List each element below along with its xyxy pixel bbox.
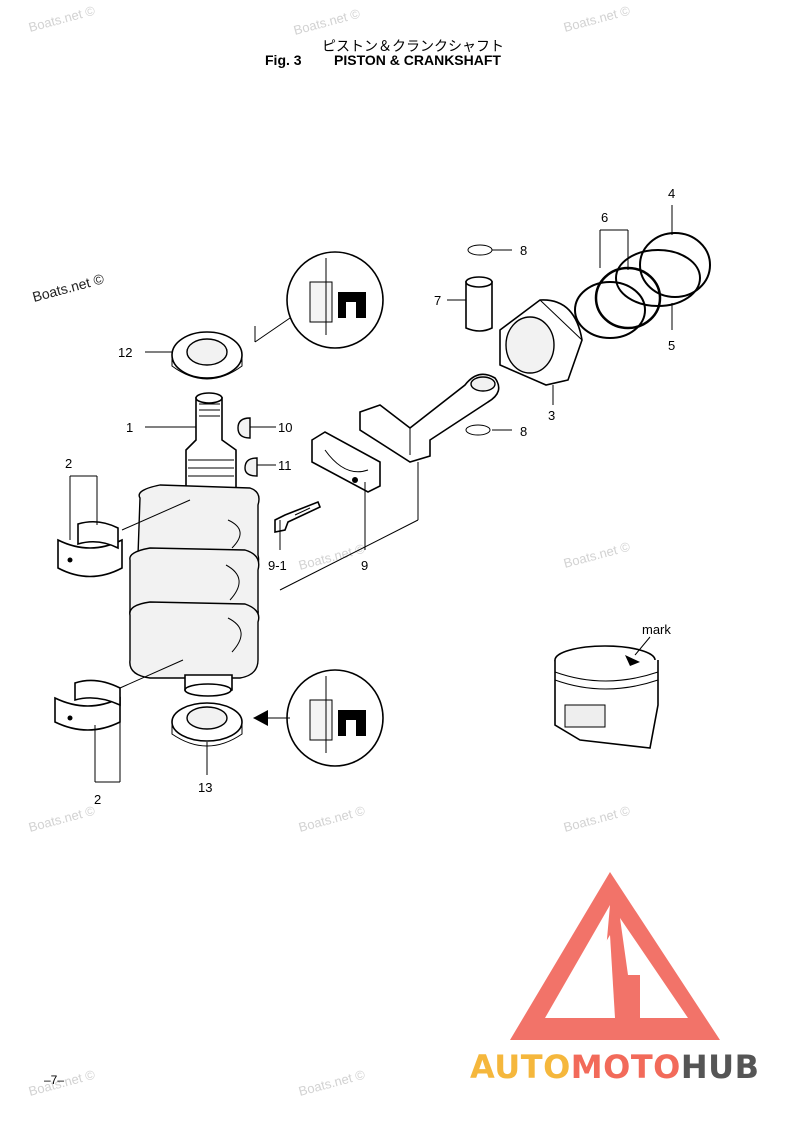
title-japanese: ピストン＆クランクシャフト	[322, 38, 504, 54]
brand-auto: AUTO	[470, 1048, 571, 1086]
rod-cap	[311, 431, 381, 493]
watermark: Boats.net ©	[562, 3, 632, 35]
leader-lines	[69, 205, 673, 783]
oil-seal-upper	[171, 331, 243, 380]
label-7: 7	[434, 293, 441, 308]
piston	[499, 299, 583, 386]
brand-moto: MOTO	[571, 1048, 681, 1086]
label-9-1: 9-1	[268, 558, 287, 573]
watermark: Boats.net ©	[562, 539, 632, 571]
label-11: 11	[278, 458, 292, 473]
brand-logo	[510, 872, 720, 1040]
fig-number: Fig. 3	[265, 52, 302, 68]
circlip-upper	[467, 244, 493, 256]
piston-pin	[465, 276, 493, 332]
watermark: Boats.net ©	[292, 6, 362, 38]
label-4: 4	[668, 186, 675, 201]
page-number: –7–	[44, 1073, 64, 1087]
watermark: Boats.net ©	[27, 3, 97, 35]
bearing-upper	[57, 520, 123, 578]
label-8-top: 8	[520, 243, 527, 258]
label-12: 12	[118, 345, 132, 360]
woodruff-key-11	[244, 457, 258, 477]
label-10: 10	[278, 420, 292, 435]
seal-detail-lower	[253, 669, 384, 767]
title-english: PISTON & CRANKSHAFT	[334, 52, 501, 68]
watermark: Boats.net ©	[297, 1067, 367, 1099]
watermark: Boats.net ©	[562, 803, 632, 835]
circlip-lower	[465, 424, 491, 436]
seal-detail-upper	[254, 251, 384, 349]
brand-hub: HUB	[681, 1048, 760, 1086]
label-9: 9	[361, 558, 368, 573]
label-8-bottom: 8	[520, 424, 527, 439]
label-13: 13	[198, 780, 212, 795]
connecting-rod	[359, 373, 500, 463]
piston-mark-view	[554, 636, 659, 749]
piston-rings	[574, 232, 711, 339]
oil-seal-lower	[171, 702, 243, 747]
label-5: 5	[668, 338, 675, 353]
label-6: 6	[601, 210, 608, 225]
label-2-bottom: 2	[94, 792, 101, 807]
label-3: 3	[548, 408, 555, 423]
label-1: 1	[126, 420, 133, 435]
watermark: Boats.net ©	[297, 803, 367, 835]
label-2-top: 2	[65, 456, 72, 471]
rod-bolt	[274, 500, 322, 533]
brand-text: AUTOMOTOHUB	[470, 1048, 760, 1086]
watermark: Boats.net ©	[27, 803, 97, 835]
woodruff-key-10	[237, 417, 251, 439]
watermark: Boats.net ©	[31, 270, 107, 305]
label-mark: mark	[642, 622, 671, 637]
bearing-lower	[54, 679, 121, 731]
crankshaft	[129, 392, 260, 697]
watermark: Boats.net ©	[297, 541, 367, 573]
part-labels: 1 2 2 3 4 5 6 7 8 8 9 9-1 10 11 12 13 ma…	[65, 186, 675, 807]
